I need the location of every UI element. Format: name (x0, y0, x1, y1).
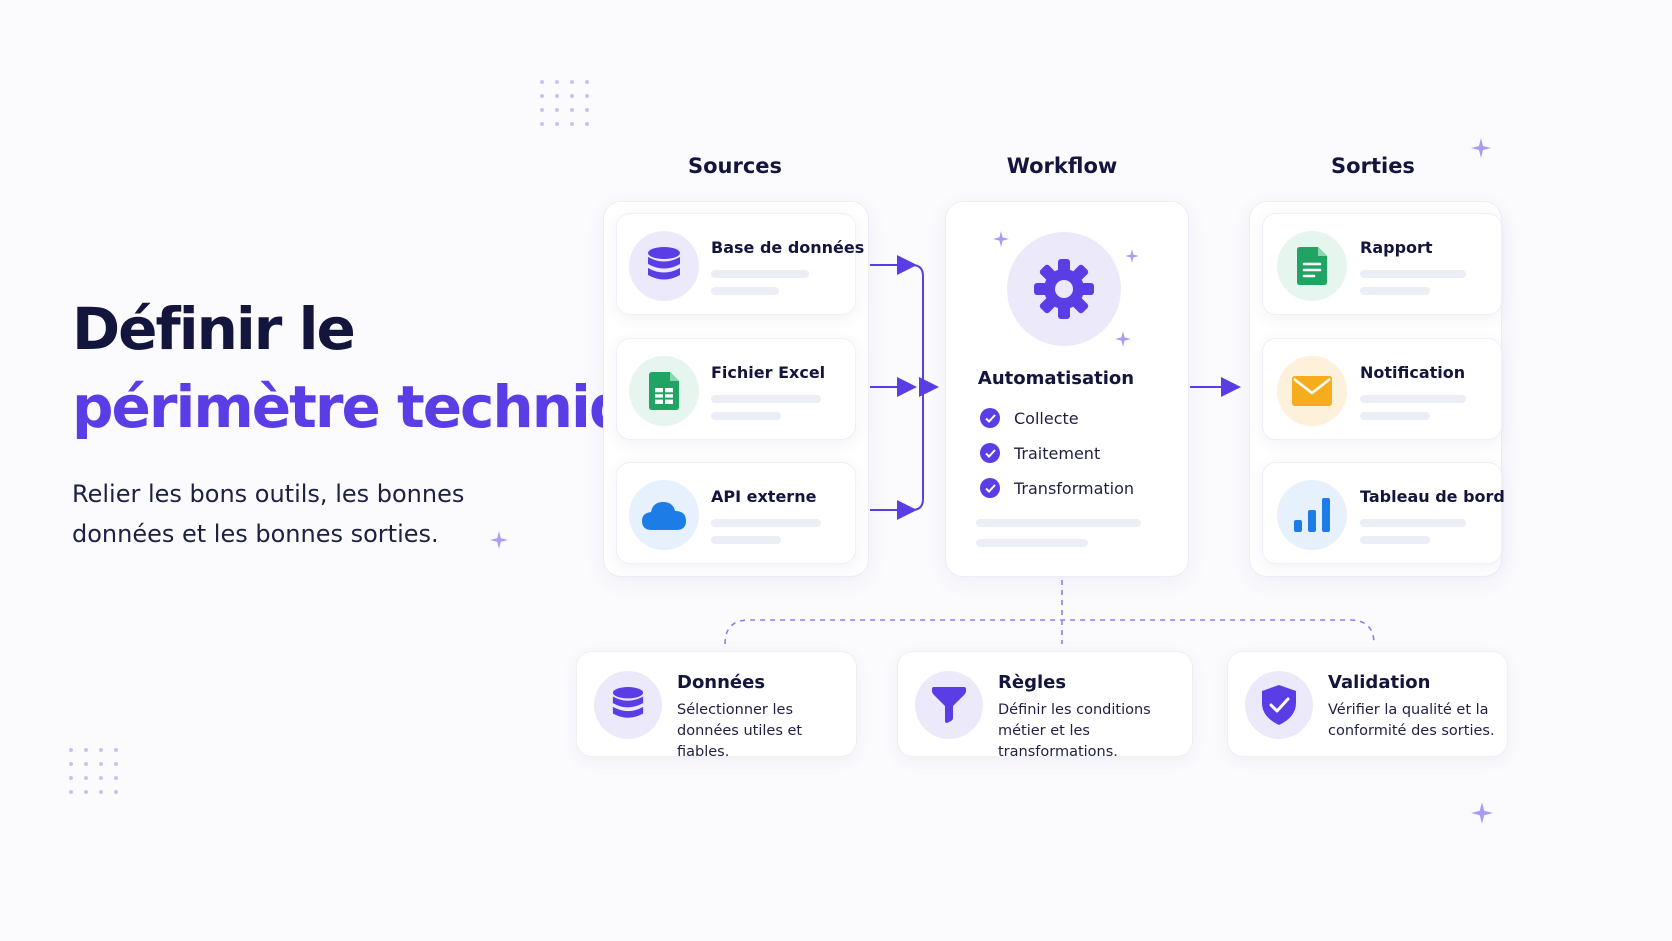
placeholder-line (1360, 395, 1466, 403)
placeholder-line (1360, 536, 1430, 544)
gear-icon (1034, 259, 1094, 319)
gear-icon-circle (1007, 232, 1121, 346)
output-label: Rapport (1360, 238, 1433, 257)
check-icon (980, 478, 1000, 498)
placeholder-line (711, 287, 779, 295)
placeholder-line (976, 539, 1088, 547)
source-card-excel: Fichier Excel (616, 338, 856, 440)
workflow-step-label: Traitement (1014, 443, 1101, 463)
placeholder-line (1360, 519, 1466, 527)
database-icon-circle (594, 671, 662, 739)
cloud-icon-circle (629, 480, 699, 550)
output-card-dashboard: Tableau de bord (1262, 462, 1505, 564)
sources-heading: Sources (687, 154, 783, 178)
pillar-card-data: Données Sélectionner les données utiles … (576, 651, 857, 760)
pillar-description: Définir les conditions métier et les tra… (998, 702, 1151, 760)
funnel-icon (932, 687, 966, 723)
cloud-icon (642, 502, 686, 530)
placeholder-line (711, 395, 821, 403)
bar-chart-icon-circle (1277, 480, 1347, 550)
source-card-api: API externe (616, 462, 856, 564)
placeholder-line (976, 519, 1141, 527)
placeholder-line (711, 519, 821, 527)
workflow-heading: Workflow (1006, 154, 1118, 178)
placeholder-line (711, 536, 781, 544)
pillar-card-validation: Validation Vérifier la qualité et la con… (1227, 651, 1508, 757)
sparkle-icon (1471, 138, 1491, 158)
workflow-step: Traitement (980, 443, 1100, 463)
sparkle-icon (1471, 802, 1493, 824)
database-icon-circle (629, 231, 699, 301)
page-subtitle: Relier les bons outils, les bonnes donné… (72, 480, 465, 548)
decorative-dot-grid (540, 80, 589, 126)
document-icon-circle (1277, 231, 1347, 301)
shield-icon-circle (1245, 671, 1313, 739)
spreadsheet-icon-circle (629, 356, 699, 426)
pillar-title: Données (677, 672, 766, 693)
workflow-step: Collecte (980, 408, 1079, 428)
shield-check-icon (1262, 685, 1296, 725)
workflow-panel: Automatisation Collecte Traitement Trans… (945, 201, 1189, 577)
workflow-title: Automatisation (977, 368, 1135, 389)
pillar-description: Sélectionner les données utiles et fiabl… (677, 702, 803, 760)
placeholder-line (1360, 287, 1430, 295)
document-icon (1297, 247, 1327, 285)
source-label: Fichier Excel (711, 363, 826, 382)
connector-merge (911, 264, 924, 511)
dashed-connector (724, 619, 1375, 645)
pillar-description: Vérifier la qualité et la conformité des… (1328, 702, 1495, 739)
output-label: Tableau de bord (1360, 487, 1505, 506)
decorative-dot-grid (69, 748, 118, 794)
sparkle-icon (993, 231, 1009, 247)
check-icon (980, 408, 1000, 428)
output-card-report: Rapport (1262, 213, 1502, 315)
source-label: Base de données (711, 238, 865, 257)
source-label: API externe (711, 487, 817, 506)
sparkle-icon (1125, 249, 1139, 263)
sparkle-icon (1115, 331, 1131, 347)
workflow-step-label: Transformation (1014, 478, 1135, 498)
envelope-icon (1292, 376, 1332, 406)
placeholder-line (711, 412, 781, 420)
database-icon (612, 687, 644, 718)
pillar-title: Validation (1328, 672, 1431, 693)
database-icon (648, 247, 680, 280)
check-icon (980, 443, 1000, 463)
source-card-database: Base de données (616, 213, 864, 315)
funnel-icon-circle (915, 671, 983, 739)
output-card-notification: Notification (1262, 338, 1502, 440)
pillar-title: Règles (998, 672, 1067, 693)
bar-chart-icon (1294, 498, 1330, 532)
placeholder-line (1360, 412, 1430, 420)
workflow-step-label: Collecte (1014, 408, 1079, 428)
pillar-card-rules: Règles Définir les conditions métier et … (897, 651, 1193, 760)
placeholder-line (711, 270, 809, 278)
envelope-icon-circle (1277, 356, 1347, 426)
workflow-step: Transformation (980, 478, 1134, 498)
spreadsheet-icon (649, 372, 679, 410)
page-title-line2: périmètre technique (72, 373, 707, 441)
placeholder-line (1360, 270, 1466, 278)
output-label: Notification (1360, 363, 1466, 382)
outputs-heading: Sorties (1331, 154, 1415, 178)
page-title-line1: Définir le (72, 295, 356, 363)
sparkle-icon (490, 531, 508, 549)
page-title: Définir le périmètre technique (72, 290, 707, 446)
